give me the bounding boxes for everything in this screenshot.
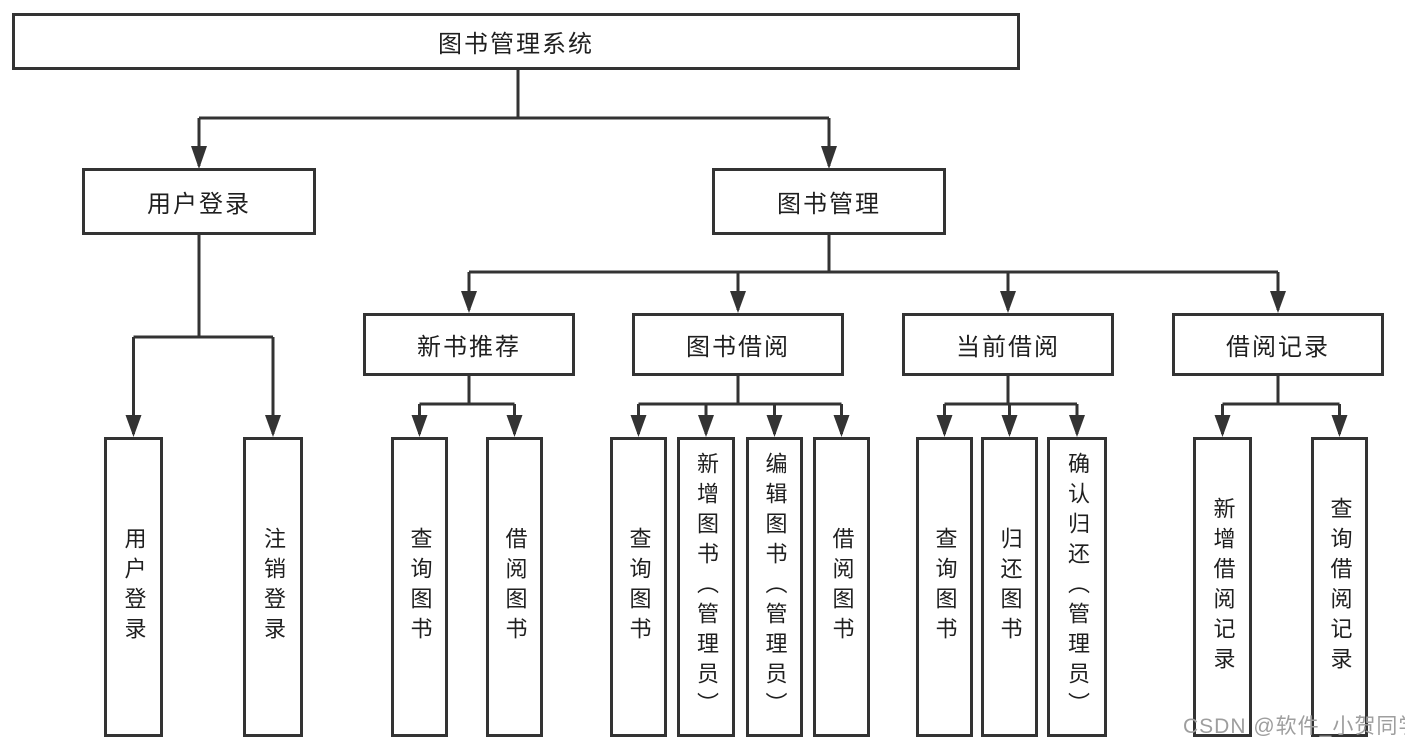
arrow-head: [766, 415, 783, 437]
node-add-borrow-record: 新增借阅记录: [1193, 437, 1252, 737]
node-new-book-recommend: 新书推荐: [363, 313, 575, 376]
arrow-head: [730, 291, 746, 313]
connector-line: [418, 404, 516, 434]
node-query-books-2: 查询图书: [610, 437, 667, 737]
arrow-head: [411, 415, 428, 437]
connector-line: [133, 235, 273, 339]
arrow-head: [1214, 415, 1231, 437]
node-user-login-leaf: 用户登录: [104, 437, 163, 737]
edge-user-login-children: [125, 235, 281, 437]
connector-line: [638, 376, 842, 406]
arrow-head: [821, 146, 837, 169]
node-edit-books-admin: 编辑图书（管理员）: [746, 437, 803, 737]
connector-line: [1222, 376, 1340, 406]
node-borrow-books-1: 借阅图书: [486, 437, 543, 737]
arrow-head: [1000, 291, 1016, 313]
connector-line: [467, 272, 1280, 310]
connector-line: [419, 376, 515, 406]
edge-borrow-record-children: [1214, 376, 1348, 437]
connector-line: [637, 404, 843, 434]
arrow-head: [265, 415, 281, 437]
arrow-head: [1331, 415, 1348, 437]
arrow-head: [191, 146, 207, 169]
edge-new-book-rec-children: [411, 376, 523, 437]
arrow-head: [833, 415, 850, 437]
connector-line: [1221, 404, 1341, 434]
node-current-borrow: 当前借阅: [902, 313, 1114, 376]
arrow-head: [1001, 415, 1018, 437]
arrow-head: [936, 415, 953, 437]
node-query-books-3: 查询图书: [916, 437, 973, 737]
node-query-borrow-record: 查询借阅记录: [1311, 437, 1368, 737]
connector-line: [944, 376, 1077, 406]
arrow-head: [1069, 415, 1085, 437]
edge-root-to-level2: [191, 70, 837, 169]
node-root-system: 图书管理系统: [12, 13, 1020, 70]
node-book-borrow: 图书借阅: [632, 313, 844, 376]
node-borrow-record: 借阅记录: [1172, 313, 1384, 376]
node-borrow-books-2: 借阅图书: [813, 437, 870, 737]
node-query-books-1: 查询图书: [391, 437, 448, 737]
arrow-head: [1270, 291, 1286, 313]
node-logout: 注销登录: [243, 437, 303, 737]
arrow-head: [461, 291, 477, 313]
node-book-management: 图书管理: [712, 168, 946, 235]
node-confirm-return-admin: 确认归还（管理员）: [1047, 437, 1107, 737]
arrow-head: [630, 415, 647, 437]
node-add-books-admin: 新增图书（管理员）: [677, 437, 735, 737]
connector-line: [199, 70, 829, 120]
node-user-login: 用户登录: [82, 168, 316, 235]
arrow-head: [506, 415, 523, 437]
edge-book-borrow-children: [630, 376, 850, 437]
arrow-head: [125, 415, 142, 437]
connector-line: [197, 118, 831, 166]
arrow-head: [698, 415, 714, 437]
connector-line: [132, 337, 275, 434]
edge-current-borrow-children: [936, 376, 1085, 437]
connector-line: [469, 235, 1278, 274]
edge-book-mgmt-children: [461, 235, 1286, 313]
watermark: CSDN @软件_小贺同学: [1183, 715, 1405, 738]
node-return-books: 归还图书: [981, 437, 1038, 737]
